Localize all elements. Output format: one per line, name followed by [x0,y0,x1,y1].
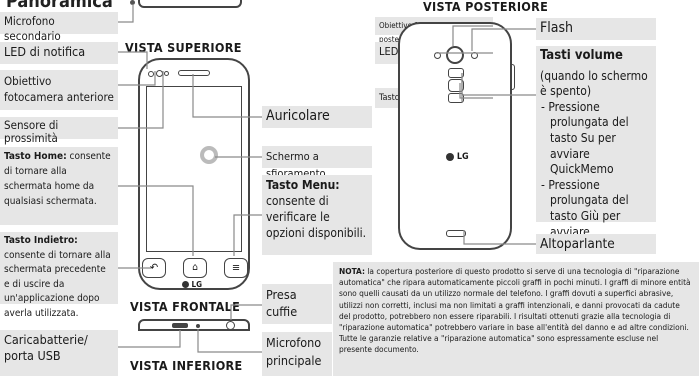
label-back-key: Tasto Indietro: consente di tornare alla… [0,232,118,319]
rear-camera-lens [446,46,464,64]
front-phone-body: ↶ ⌂ ≡ LG [138,58,250,290]
label-main-mic: Microfono principale [262,332,332,376]
label-headset: Presa cuffie [262,284,332,324]
top-mic-hole [130,0,135,5]
rear-lg-logo: LG [446,152,469,162]
heading-top-view: VISTA SUPERIORE [125,40,242,55]
heading-bottom-view: VISTA INFERIORE [130,358,243,373]
label-earpiece: Auricolare [262,106,372,128]
touchscreen-area[interactable] [146,86,242,252]
heading-front-view: VISTA FRONTALE [130,299,241,314]
rear-phone-body: LG [398,22,512,250]
note-text: la copertura posteriore di questo prodot… [339,266,691,355]
led-dot [148,71,154,77]
label-home-key: Tasto Home: consente di tornare alla sch… [0,147,118,225]
label-proximity: Sensore di prossimità [0,117,118,145]
front-camera-dot [156,70,163,77]
note-box: NOTA: la copertura posteriore di questo … [333,262,699,376]
label-volume-keys: Tasti volume (quando lo schermo è spento… [536,46,656,254]
rear-volume-down-key[interactable] [448,93,464,103]
phone-top-edge [138,0,242,8]
headset-jack [226,321,235,330]
phone-bottom-edge [138,319,250,331]
speaker-grille [446,230,466,237]
front-lg-logo: LG [182,280,202,289]
rear-power-key[interactable] [448,79,464,92]
menu-key[interactable]: ≡ [224,258,248,278]
home-icon: ⌂ [192,262,198,273]
page-title: Panoramica [6,0,113,12]
rear-lg-logo-text: LG [456,152,469,162]
front-lg-logo-text: LG [191,280,203,289]
note-label: NOTA: [339,266,365,276]
volume-sub: (quando lo schermo è spento) [540,68,648,99]
home-key-title: Tasto Home: [4,151,67,162]
earpiece-slot [178,70,210,76]
home-key[interactable]: ⌂ [183,258,207,278]
rear-volume-up-key[interactable] [448,68,464,78]
touch-indicator-icon [200,146,218,164]
side-key-bump [510,64,515,90]
heading-rear-view: VISTA POSTERIORE [423,0,549,14]
label-charger: Caricabatterie/ porta USB [0,330,118,376]
label-mic-secondary: Microfono secondario [0,12,118,43]
label-speaker: Altoparlante [536,234,656,254]
volume-item-up: - Pressione prolungata del tasto Su per … [541,99,629,177]
label-led-notify: LED di notifica [0,42,118,64]
back-key-title: Tasto Indietro: [4,235,78,246]
back-key-desc: consente di tornare alla schermata prece… [4,249,111,319]
usb-port [172,323,188,328]
menu-key-title: Tasto Menu: [266,178,340,192]
menu-key-desc: consente di verificare le opzioni dispon… [266,194,367,240]
home-key-desc: consente di tornare alla schermata home … [4,151,111,207]
label-touchscreen: Schermo a sfioramento [262,146,372,180]
menu-icon: ≡ [231,261,241,274]
ir-led-dot [434,52,441,59]
label-front-camera: Obiettivo fotocamera anteriore [0,70,118,110]
back-arrow-icon: ↶ [149,261,159,274]
bottom-mic-hole [196,324,200,328]
label-menu-key: Tasto Menu: consente di verificare le op… [262,175,372,255]
volume-title: Tasti volume [540,48,623,63]
flash-dot [471,52,478,59]
proximity-dot [164,71,169,76]
back-key[interactable]: ↶ [142,258,166,278]
label-flash: Flash [536,18,656,40]
